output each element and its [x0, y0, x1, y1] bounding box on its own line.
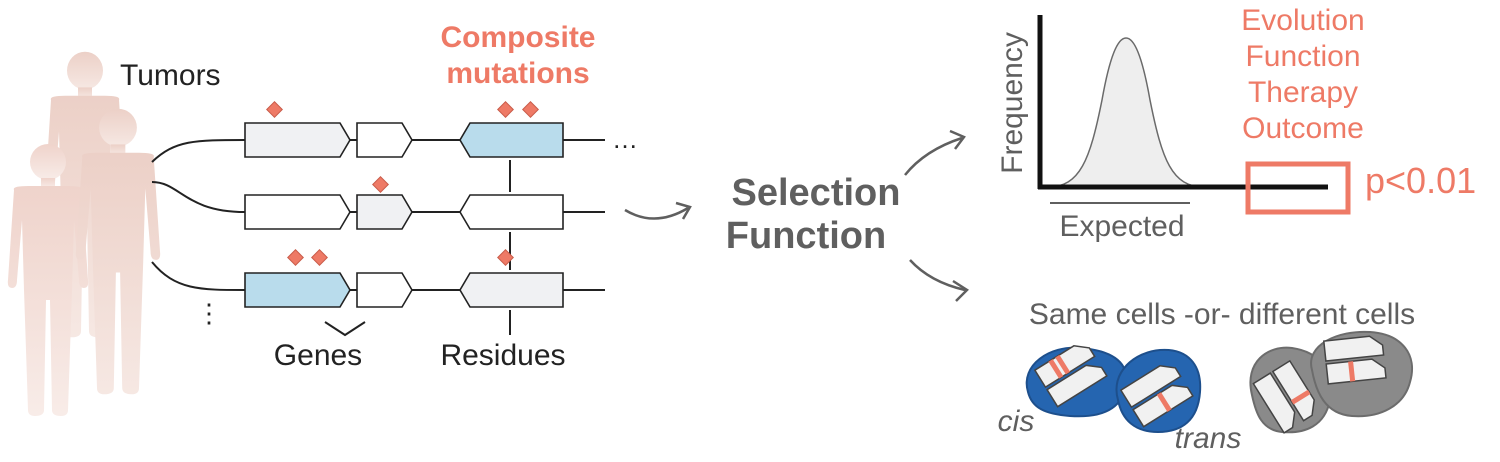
outcome-label-2: Function [1245, 40, 1360, 73]
gene-row-2 [244, 194, 564, 230]
gene-box [459, 122, 564, 158]
mutation-diamond [497, 101, 514, 118]
mutation-diamond [287, 249, 304, 266]
outcome-label-1: Evolution [1241, 4, 1364, 37]
gene-box [459, 194, 564, 230]
trans-label: trans [1175, 422, 1242, 455]
gene-box [244, 272, 351, 308]
expected-distribution-curve [1047, 37, 1205, 188]
genes-label: Genes [274, 339, 362, 372]
arrow-to-selection [624, 206, 689, 220]
selection-function-line2: Function [726, 215, 886, 257]
gene-box [356, 272, 413, 308]
tumors-label: Tumors [120, 59, 221, 92]
frequency-axis-label: Frequency [996, 32, 1029, 174]
row-continuation-ellipsis: … [612, 124, 638, 154]
trans-cells [1249, 330, 1413, 434]
rows-vertical-ellipsis: ⋮ [196, 298, 222, 328]
selection-function-line1: Selection [732, 172, 901, 214]
composite-mutations-title-line2: mutations [446, 57, 589, 90]
significance-box [1245, 161, 1351, 215]
residues-label: Residues [440, 339, 565, 372]
cis-label: cis [998, 405, 1035, 438]
gene-box [356, 194, 413, 230]
mutation-diamond [266, 101, 283, 118]
p-value-label: p<0.01 [1365, 160, 1476, 201]
mutation-diamond [522, 101, 539, 118]
outcome-label-4: Outcome [1242, 112, 1364, 145]
mutation-diamond [372, 176, 389, 193]
cis-cells [1025, 338, 1202, 434]
mutation-diamond [497, 249, 514, 266]
mutation-markers [266, 101, 539, 266]
gene-box [244, 194, 351, 230]
mutation-diamond [311, 249, 328, 266]
gene-rows [244, 101, 605, 337]
arrow-to-cells [909, 259, 966, 292]
gene-box [244, 122, 351, 158]
tumor-patients-illustration [7, 51, 161, 416]
gene-row-1 [244, 122, 564, 158]
gene-row-3 [244, 272, 564, 308]
patient-to-row-connectors [151, 139, 246, 291]
arrow-to-distribution [904, 136, 963, 176]
genes-bracket [324, 321, 366, 337]
composite-mutations-title-line1: Composite [440, 21, 595, 54]
gene-box [356, 122, 413, 158]
expected-label: Expected [1059, 210, 1184, 243]
cis-chromosome-pair-2 [1120, 358, 1194, 428]
gene-box [459, 272, 564, 308]
null-distribution-plot [1037, 15, 1351, 215]
trans-chromosome-pair-1 [1252, 360, 1322, 434]
cis-chromosome-pair-1 [1034, 338, 1108, 408]
outcome-label-3: Therapy [1248, 76, 1358, 109]
same-different-cells-label: Same cells -or- different cells [1029, 298, 1415, 331]
trans-chromosome-pair-2 [1323, 334, 1387, 385]
